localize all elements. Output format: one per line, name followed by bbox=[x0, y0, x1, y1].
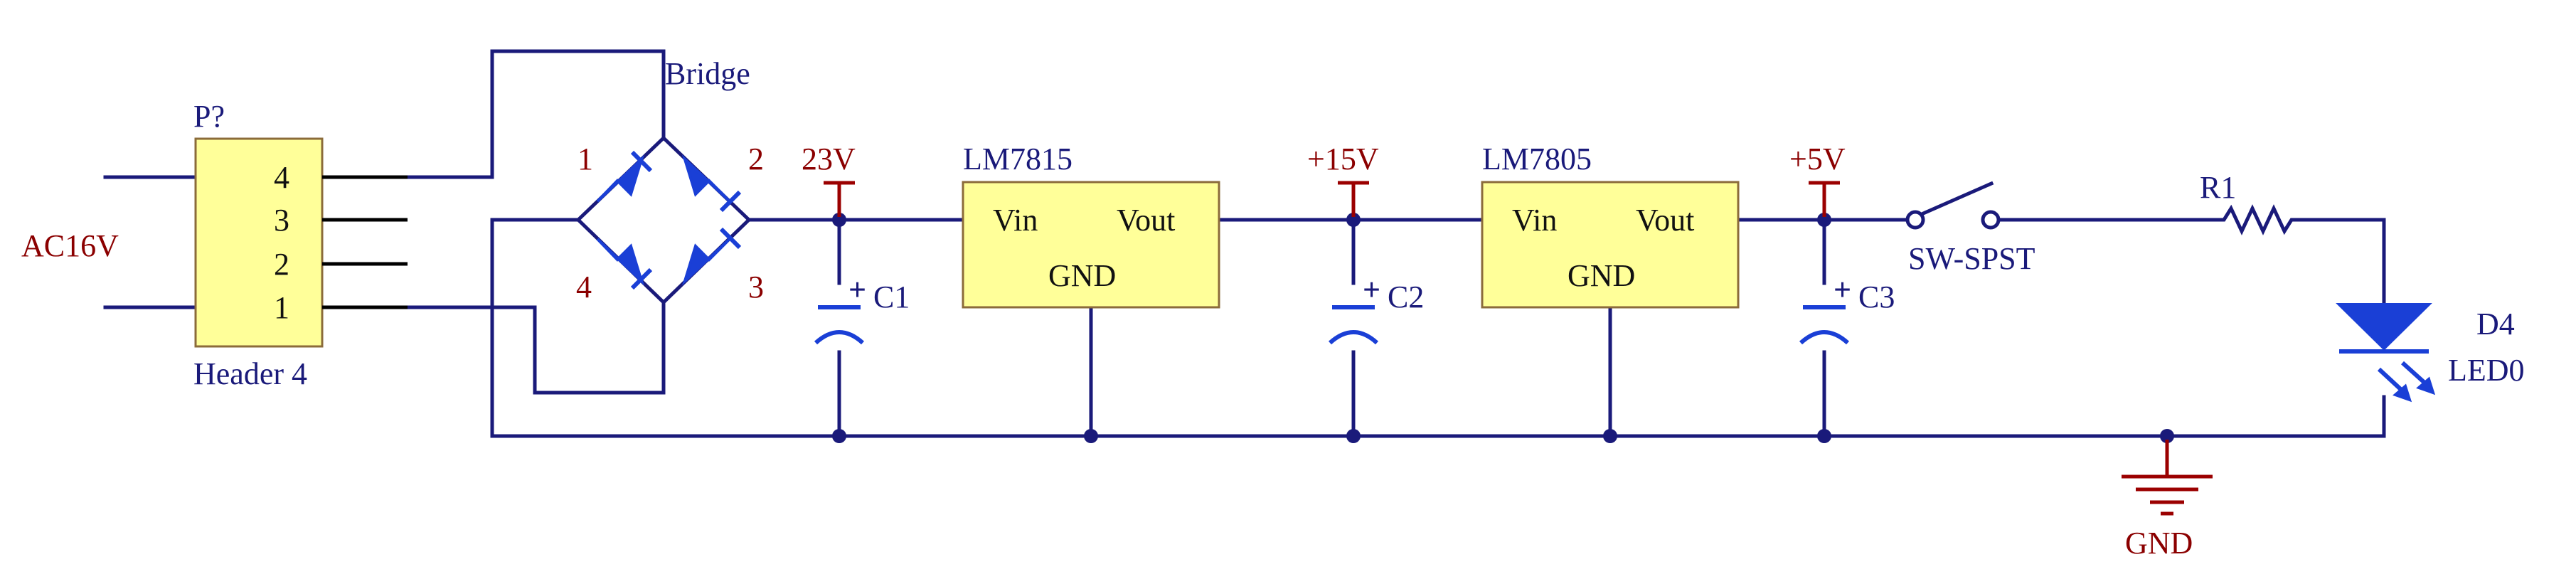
junctions bbox=[832, 213, 2174, 443]
capacitor-c1[interactable]: + C1 bbox=[814, 272, 910, 345]
bridge-diode-4 bbox=[596, 238, 653, 290]
bridge-diode-3 bbox=[681, 227, 742, 286]
connector-pin-4: 4 bbox=[274, 160, 289, 195]
bridge-rectifier[interactable]: Bridge 1 2 3 4 bbox=[575, 56, 764, 305]
power-port-15v: +15V bbox=[1307, 142, 1379, 217]
power-port-23v: 23V bbox=[802, 142, 856, 217]
resistor-r1[interactable]: R1 bbox=[2200, 170, 2301, 235]
power-port-5v: +5V bbox=[1789, 142, 1846, 217]
led-triangle bbox=[2336, 303, 2432, 351]
junction-dot bbox=[1084, 429, 1098, 443]
switch-contact-left bbox=[1905, 210, 1925, 230]
connector-designator: P? bbox=[193, 99, 225, 134]
c3-label: C3 bbox=[1858, 280, 1895, 314]
reg1-gnd: GND bbox=[1048, 258, 1116, 293]
regulator-lm7815[interactable]: LM7815 Vin Vout GND bbox=[962, 142, 1220, 309]
connector-comment: Header 4 bbox=[193, 356, 307, 391]
bridge-diode-2 bbox=[681, 154, 742, 213]
connector-body bbox=[194, 137, 324, 348]
junction-dot bbox=[2160, 429, 2174, 443]
c1-label: C1 bbox=[873, 280, 910, 314]
connector-pin-3: 3 bbox=[274, 203, 289, 238]
led-designator: D4 bbox=[2476, 307, 2515, 341]
reg2-vout: Vout bbox=[1636, 203, 1694, 238]
led-d4[interactable]: D4 LED0 bbox=[2336, 303, 2525, 403]
c3-plus-icon: + bbox=[1833, 272, 1851, 307]
reg1-name: LM7815 bbox=[963, 142, 1073, 176]
switch-spst[interactable]: SW-SPST bbox=[1877, 181, 2035, 276]
ground-symbol: GND bbox=[2122, 440, 2213, 561]
bridge-pin-2-label: 2 bbox=[748, 142, 764, 176]
bridge-pin-3-label: 3 bbox=[748, 270, 764, 304]
reg1-body bbox=[962, 181, 1220, 309]
regulator-lm7805[interactable]: LM7805 Vin Vout GND bbox=[1481, 142, 1740, 309]
reg2-vin: Vin bbox=[1512, 203, 1557, 238]
switch-label: SW-SPST bbox=[1908, 241, 2035, 276]
ac-source-label: AC16V bbox=[21, 228, 119, 263]
bridge-label: Bridge bbox=[665, 56, 750, 91]
switch-blade bbox=[1919, 181, 1994, 217]
reg1-vin: Vin bbox=[993, 203, 1038, 238]
junction-dot bbox=[1346, 429, 1361, 443]
junction-dot bbox=[1346, 213, 1361, 227]
led-emission-arrows-icon bbox=[2377, 361, 2436, 403]
switch-contact-right bbox=[1981, 210, 2001, 230]
c2-plus-icon: + bbox=[1363, 272, 1380, 307]
reg2-gnd: GND bbox=[1568, 258, 1635, 293]
net-5v-label: +5V bbox=[1789, 142, 1846, 176]
connector-pin-2: 2 bbox=[274, 247, 289, 282]
junction-dot bbox=[1817, 429, 1831, 443]
connector-pin-1: 1 bbox=[274, 290, 289, 325]
junction-dot bbox=[1603, 429, 1617, 443]
bridge-pin-1-label: 1 bbox=[578, 142, 593, 176]
ground-label: GND bbox=[2125, 526, 2193, 561]
bridge-diode-1 bbox=[596, 150, 653, 203]
net-23v-label: 23V bbox=[802, 142, 856, 176]
net-15v-label: +15V bbox=[1307, 142, 1379, 176]
capacitor-c3[interactable]: + C3 bbox=[1799, 272, 1895, 345]
reg2-body bbox=[1481, 181, 1740, 309]
junction-dot bbox=[832, 429, 846, 443]
capacitor-c2[interactable]: + C2 bbox=[1328, 272, 1424, 345]
resistor-zigzag bbox=[2211, 204, 2301, 235]
junction-dot bbox=[832, 213, 846, 227]
bridge-pin-4-label: 4 bbox=[576, 270, 592, 304]
r1-label: R1 bbox=[2200, 170, 2236, 205]
reg1-vout: Vout bbox=[1117, 203, 1175, 238]
wires bbox=[103, 49, 2386, 479]
c2-label: C2 bbox=[1388, 280, 1424, 314]
junction-dot bbox=[1817, 213, 1831, 227]
reg2-name: LM7805 bbox=[1482, 142, 1592, 176]
led-comment: LED0 bbox=[2448, 353, 2525, 388]
header-connector[interactable]: P? 4 3 2 1 Header 4 bbox=[193, 99, 408, 391]
c1-plus-icon: + bbox=[848, 272, 866, 307]
